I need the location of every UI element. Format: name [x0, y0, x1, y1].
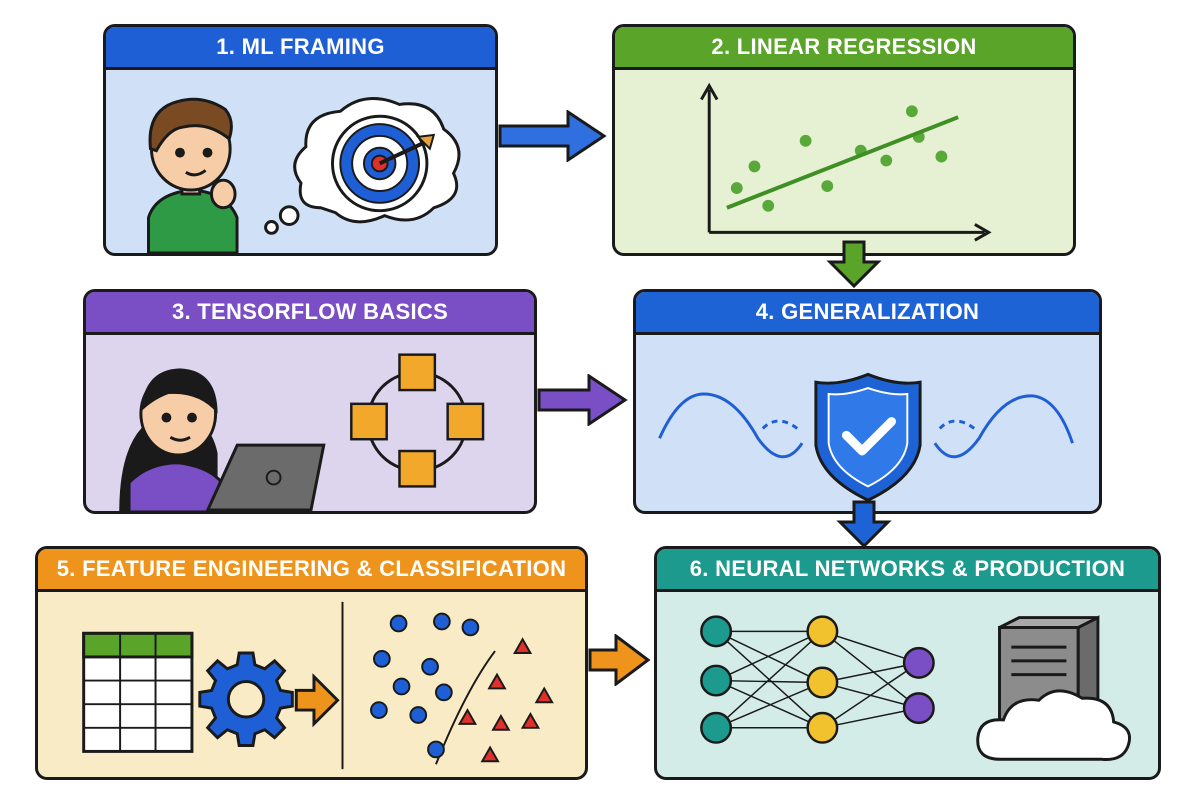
panel-body [38, 592, 585, 777]
panel-body [86, 335, 534, 511]
generalization-illustration [658, 372, 1074, 502]
panel-body [636, 335, 1099, 511]
panel-body [657, 592, 1158, 777]
neural-network-icon [700, 615, 935, 744]
panel-title: 4. GENERALIZATION [636, 292, 1099, 335]
wave-icon [658, 392, 1074, 459]
arrow-shape [498, 110, 607, 162]
panel-feature-engineering-classification: 5. FEATURE ENGINEERING & CLASSIFICATION [35, 546, 588, 780]
arrow-right-icon [294, 673, 340, 728]
person-laptop-icon [119, 368, 326, 511]
spreadsheet-icon [82, 631, 194, 753]
arrow-p4-to-p6 [836, 500, 892, 548]
ml-framing-illustration [147, 97, 461, 253]
arrow-shape [836, 500, 892, 548]
shield-check-icon [814, 372, 922, 502]
gear-icon [198, 651, 294, 747]
panel-tensorflow-basics: 3. TENSORFLOW BASICS [83, 289, 537, 514]
panel-title: 6. NEURAL NETWORKS & PRODUCTION [657, 549, 1158, 592]
panel-neural-networks-production: 6. NEURAL NETWORKS & PRODUCTION [654, 546, 1161, 780]
feature-engineering-illustration [82, 601, 554, 770]
panel-title: 5. FEATURE ENGINEERING & CLASSIFICATION [38, 549, 585, 592]
tensorflow-illustration [119, 353, 485, 511]
arrow-p2-to-p4 [826, 240, 882, 288]
cloud-icon [976, 689, 1131, 762]
panel-title: 2. LINEAR REGRESSION [615, 27, 1073, 70]
arrow-shape [537, 374, 628, 426]
panel-generalization: 4. GENERALIZATION [633, 289, 1102, 514]
neural-network-illustration [700, 615, 1131, 762]
panel-ml-framing: 1. ML FRAMING [103, 24, 498, 256]
regression-line-icon [726, 115, 959, 210]
classification-scatter-icon [370, 612, 554, 765]
arrow-p5-to-p6 [588, 634, 651, 686]
panel-linear-regression: 2. LINEAR REGRESSION [612, 24, 1076, 256]
graph-nodes-icon [350, 353, 485, 488]
target-icon [331, 114, 436, 213]
arrow-shape [826, 240, 882, 288]
panel-title: 1. ML FRAMING [106, 27, 495, 70]
linear-regression-illustration [700, 82, 992, 242]
person-thinking-icon [147, 97, 239, 253]
panel-body [106, 70, 495, 253]
panel-title: 3. TENSORFLOW BASICS [86, 292, 534, 335]
arrow-shape [588, 634, 651, 686]
arrow-p3-to-p4 [537, 374, 628, 426]
panel-body [615, 70, 1073, 253]
arrow-p1-to-p2 [498, 110, 607, 162]
